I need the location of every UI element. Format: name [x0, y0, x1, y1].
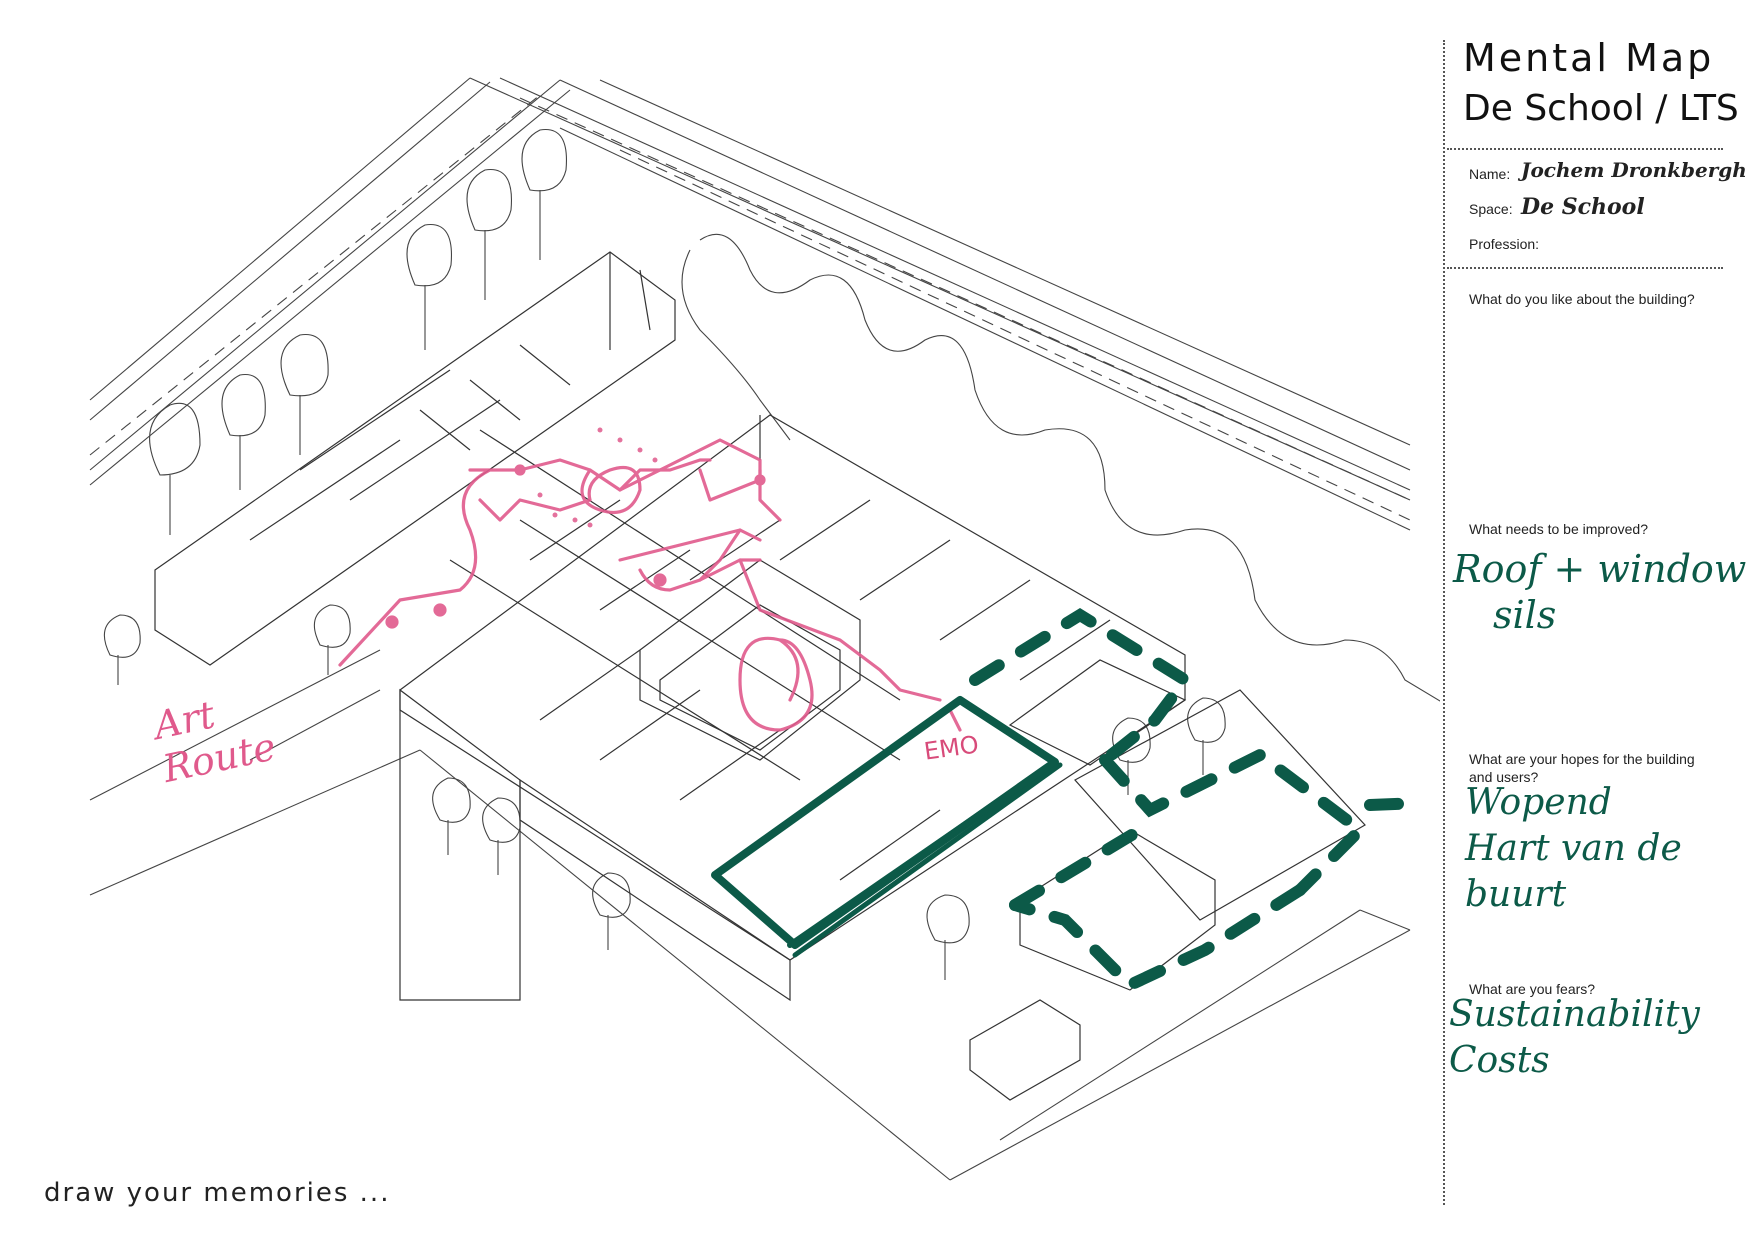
name-label: Name:: [1469, 166, 1511, 182]
space-value[interactable]: De School: [1521, 194, 1645, 220]
answer-fears[interactable]: Sustainability Costs: [1449, 992, 1700, 1084]
page-subtitle: De School / LTS: [1463, 88, 1739, 129]
pink-route: [338, 438, 962, 732]
question-improve: What needs to be improved?: [1469, 521, 1648, 537]
pink-dots: [537, 427, 658, 528]
railway-lines: [89, 77, 1411, 531]
name-value[interactable]: Jochem Dronkbergh: [1521, 158, 1747, 182]
building-axonometric: [89, 77, 1456, 1181]
answer-improve-line-1: Roof + window: [1453, 547, 1747, 591]
answer-hopes[interactable]: Wopend Hart van de buurt: [1465, 780, 1682, 918]
profession-label: Profession:: [1469, 236, 1540, 252]
answer-hopes-line-3: buurt: [1465, 874, 1567, 915]
question-like: What do you like about the building?: [1469, 291, 1695, 307]
park-edge: [681, 233, 1456, 711]
dotted-separator: [1447, 148, 1723, 150]
answer-fears-line-1: Sustainability: [1449, 994, 1700, 1035]
page-title: Mental Map: [1463, 36, 1715, 80]
axonometric-drawing: Art Route EMO: [89, 77, 1456, 1181]
green-dashes: [969, 607, 1426, 993]
answer-improve-line-2: sils: [1493, 593, 1557, 637]
space-label: Space:: [1469, 201, 1513, 217]
answer-hopes-line-2: Hart van de: [1465, 828, 1682, 869]
answer-fears-line-2: Costs: [1449, 1040, 1550, 1081]
answer-improve[interactable]: Roof + window sils: [1453, 546, 1746, 638]
form-sidebar: Mental Map De School / LTS Name: Jochem …: [1443, 0, 1754, 1240]
question-hopes: What are your hopes for the building and…: [1469, 751, 1695, 785]
green-outline: [711, 696, 1063, 958]
trees-row: [103, 128, 1226, 980]
building: [154, 251, 1366, 1101]
sidebar-divider: [1443, 40, 1445, 1205]
question-fears: What are you fears?: [1469, 981, 1596, 997]
footer-prompt: draw your memories ...: [44, 1178, 391, 1208]
ground-plane: [89, 649, 1411, 1181]
answer-hopes-line-1: Wopend: [1465, 782, 1612, 823]
dotted-separator: [1447, 267, 1723, 269]
